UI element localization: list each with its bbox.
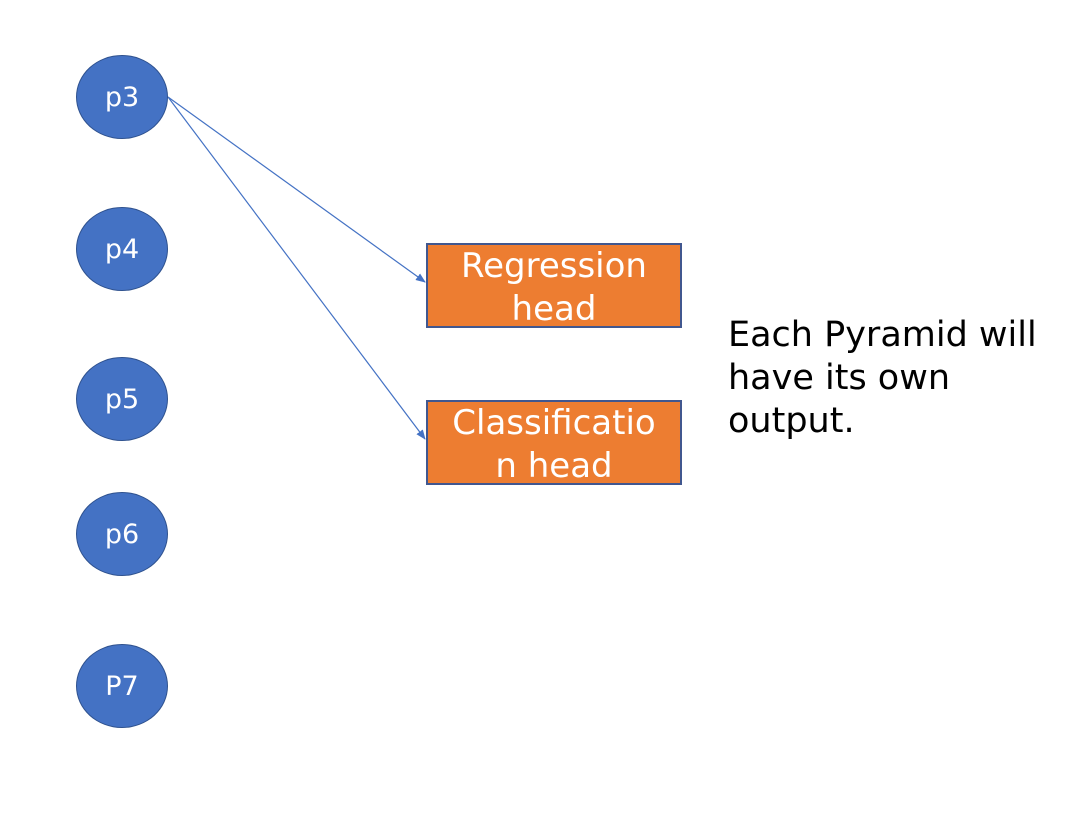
annotation-note: Each Pyramid will have its own output. (728, 314, 1068, 443)
pyramid-node-p7: P7 (76, 644, 168, 728)
node-label: P7 (105, 670, 139, 702)
arrow-p3-to-classification-head (167, 96, 426, 440)
node-label: p3 (104, 81, 140, 113)
regression-head-label-line1: Regression (461, 246, 647, 286)
classification-head-label-line2: n head (495, 446, 613, 485)
node-label: p5 (104, 383, 140, 415)
note-line-2: have its own (728, 358, 951, 398)
arrow-p3-to-regression-head (167, 96, 426, 283)
pyramid-node-p4: p4 (76, 207, 168, 291)
regression-head-label-line2: head (511, 289, 597, 328)
classification-head-box: Classificatio n head (426, 400, 682, 485)
pyramid-node-p6: p6 (76, 492, 168, 576)
pyramid-node-p3: p3 (76, 55, 168, 139)
node-label: p4 (104, 233, 140, 265)
classification-head-label-line1: Classificatio (452, 403, 656, 443)
note-line-3: output. (728, 401, 855, 441)
node-label: p6 (104, 518, 140, 550)
note-line-1: Each Pyramid will (728, 315, 1037, 355)
pyramid-node-p5: p5 (76, 357, 168, 441)
regression-head-box: Regression head (426, 243, 682, 328)
